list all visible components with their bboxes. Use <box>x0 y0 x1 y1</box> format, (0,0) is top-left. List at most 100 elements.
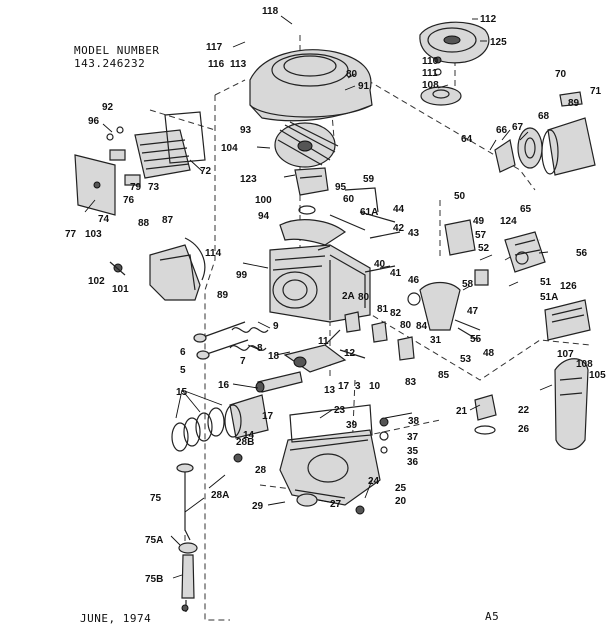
part-label: 10 <box>369 381 381 392</box>
model-number-value: 143.246232 <box>74 57 146 70</box>
part-label: 58 <box>462 279 474 290</box>
part-label: 99 <box>236 270 248 281</box>
assembly-lines <box>149 35 591 621</box>
part-label: 123 <box>240 174 257 185</box>
part-label: 51A <box>540 292 558 303</box>
part-label: 71 <box>590 86 602 97</box>
muffler <box>554 358 589 450</box>
part-label: 118 <box>262 6 279 17</box>
part-label: 43 <box>408 228 420 239</box>
part-label: 75A <box>145 535 163 546</box>
part-label: 89 <box>568 98 580 109</box>
part-label: 80 <box>346 69 358 80</box>
part-label: 6 <box>180 347 186 358</box>
cylinder-head <box>74 111 206 216</box>
crankcase-cover <box>233 404 381 515</box>
part-label: 77 <box>65 229 77 240</box>
part-label: 79 <box>130 182 142 193</box>
part-label: 96 <box>88 116 100 127</box>
part-label: 25 <box>395 483 407 494</box>
part-label: 116 <box>208 59 225 70</box>
part-label: 7 <box>240 356 246 367</box>
part-label: 101 <box>112 284 129 295</box>
footer-date: JUNE, 1974 <box>80 612 152 625</box>
part-label: 23 <box>334 405 346 416</box>
part-label: 104 <box>221 143 238 154</box>
model-number-label: MODEL NUMBER <box>74 44 160 57</box>
part-label: 35 <box>407 446 419 457</box>
part-label: 21 <box>456 406 468 417</box>
part-label: 17 <box>338 381 350 392</box>
part-label: 80 <box>358 292 370 303</box>
part-label: 94 <box>258 211 270 222</box>
part-label: 27 <box>330 499 342 510</box>
part-labels: 118 112 117 125 116 113 110 111 80 108 9… <box>65 6 606 585</box>
part-label: 73 <box>148 182 160 193</box>
part-label: 81 <box>377 304 389 315</box>
part-label: 67 <box>512 122 524 133</box>
part-label: 126 <box>560 281 577 292</box>
part-label: 110 <box>422 56 439 67</box>
part-label: 16 <box>218 380 230 391</box>
part-label: 70 <box>555 69 567 80</box>
part-label: 61A <box>360 207 378 218</box>
part-label: 75B <box>145 574 163 585</box>
part-label: 124 <box>500 216 517 227</box>
breather-parts <box>279 205 366 246</box>
dipstick-tube <box>176 463 198 612</box>
part-label: 53 <box>460 354 472 365</box>
part-label: 107 <box>557 349 574 360</box>
part-label: 72 <box>200 166 212 177</box>
part-label: 29 <box>252 501 264 512</box>
part-label: 85 <box>438 370 450 381</box>
part-label: 46 <box>408 275 420 286</box>
part-label: 108 <box>576 359 593 370</box>
governor-parts <box>344 311 497 454</box>
part-label: 9 <box>273 321 279 332</box>
part-label: 8 <box>257 343 263 354</box>
piston-assembly <box>171 371 303 452</box>
part-label: 84 <box>416 321 428 332</box>
carburetor <box>407 219 546 331</box>
part-label: 12 <box>344 348 356 359</box>
part-label: 41 <box>390 268 402 279</box>
part-label: 40 <box>374 259 386 270</box>
part-label: 105 <box>589 370 606 381</box>
valves <box>193 321 269 360</box>
part-label: 117 <box>206 42 223 53</box>
part-label: 28B <box>236 437 254 448</box>
part-label: 68 <box>538 111 550 122</box>
part-label: 82 <box>390 308 402 319</box>
part-label: 89 <box>217 290 229 301</box>
crankshaft <box>283 329 366 373</box>
part-label: 17 <box>262 411 274 422</box>
part-label: 14 <box>243 430 255 441</box>
part-label: 88 <box>138 218 150 229</box>
part-label: 80 <box>400 320 412 331</box>
part-label: 92 <box>102 102 114 113</box>
part-label: 39 <box>346 420 358 431</box>
part-label: 56 <box>576 248 588 259</box>
part-label: 37 <box>407 432 419 443</box>
flywheel <box>274 121 339 168</box>
part-label: 2A <box>342 291 355 302</box>
air-baffle <box>109 237 206 301</box>
part-label: 66 <box>496 125 508 136</box>
part-label: 26 <box>518 424 530 435</box>
part-label: 87 <box>162 215 174 226</box>
part-label: 95 <box>335 182 347 193</box>
part-label: 103 <box>85 229 102 240</box>
part-label: 3 <box>355 381 361 392</box>
part-label: 36 <box>407 457 419 468</box>
part-label: 52 <box>478 243 490 254</box>
linkage-rods <box>317 187 401 273</box>
part-label: 83 <box>405 377 417 388</box>
part-label: 47 <box>467 306 479 317</box>
part-label: 20 <box>395 496 407 507</box>
part-label: 91 <box>358 81 370 92</box>
part-label: 75 <box>150 493 162 504</box>
filter-element <box>544 299 591 341</box>
part-label: 11 <box>318 336 329 347</box>
part-label: 60 <box>343 194 355 205</box>
